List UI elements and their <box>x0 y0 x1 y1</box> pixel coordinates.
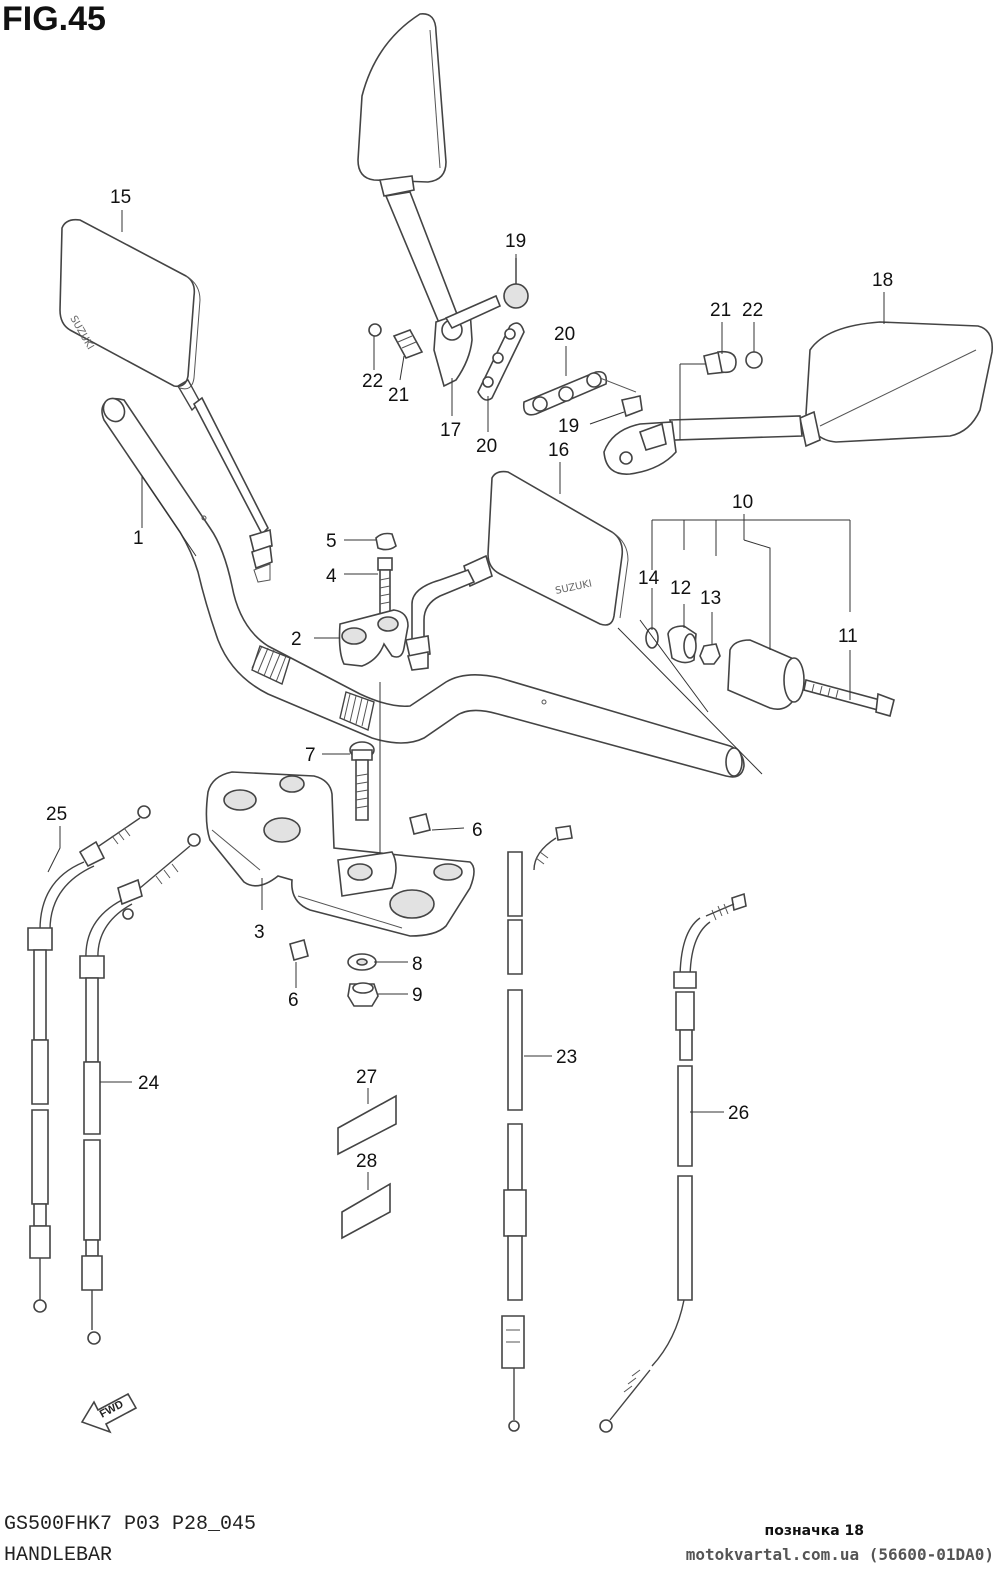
part-11-screw[interactable] <box>803 679 895 717</box>
callout-23: 23 <box>556 1047 577 1068</box>
callout-6b: 6 <box>288 990 299 1011</box>
part-20-clamp-plate-upper[interactable] <box>477 322 525 401</box>
part-15-left-mirror[interactable]: SUZUKI <box>59 218 273 583</box>
callout-24: 24 <box>138 1073 160 1094</box>
part-28-label[interactable] <box>341 1182 391 1240</box>
callout-6a: 6 <box>472 820 483 841</box>
part-18-right-mirror[interactable] <box>603 321 994 475</box>
callout-27: 27 <box>356 1067 377 1088</box>
part-1-handlebar[interactable] <box>99 395 745 778</box>
part-17-upper-mirror[interactable] <box>357 13 502 388</box>
part-20-clamp-plate-lower[interactable] <box>522 370 637 416</box>
callout-12: 12 <box>670 578 691 599</box>
leader-lines <box>47 210 885 1190</box>
callout-8: 8 <box>412 954 423 975</box>
callout-16: 16 <box>548 440 569 461</box>
part-13-nut[interactable] <box>699 643 721 665</box>
fwd-arrow: FWD <box>80 1392 138 1434</box>
callout-22b: 22 <box>742 300 763 321</box>
part-5-cap[interactable] <box>375 532 397 551</box>
part-6-lower-guide[interactable] <box>289 939 309 961</box>
callouts: 1 2 3 4 5 6 6 7 8 9 10 11 12 13 14 15 16… <box>46 187 893 1172</box>
footer-mark: позначка 18 <box>764 1523 864 1539</box>
part-12-spacer[interactable] <box>667 625 697 664</box>
callout-13: 13 <box>700 588 721 609</box>
callout-14: 14 <box>638 568 660 589</box>
part-19-lower-bolt[interactable] <box>621 395 643 418</box>
callout-25: 25 <box>46 804 67 825</box>
callout-28: 28 <box>356 1151 377 1172</box>
knurl-right <box>339 691 375 731</box>
callout-1: 1 <box>133 528 144 549</box>
part-21-right-bolt[interactable] <box>703 350 737 375</box>
part-23-cable[interactable] <box>501 825 573 1432</box>
callout-20a: 20 <box>554 324 575 345</box>
part-26-cable[interactable] <box>599 892 747 1433</box>
callout-7: 7 <box>305 745 316 766</box>
footer-section-name: HANDLEBAR <box>4 1544 113 1567</box>
part-2-handlebar-holder[interactable] <box>338 609 409 667</box>
part-8-washer[interactable] <box>347 953 377 971</box>
callout-20b: 20 <box>476 436 497 457</box>
callout-18: 18 <box>872 270 893 291</box>
part-21-upper-bolt[interactable] <box>392 329 424 359</box>
callout-15: 15 <box>110 187 131 208</box>
part-25-cable[interactable] <box>27 805 151 1313</box>
figure-title: FIG.45 <box>2 0 106 38</box>
callout-22a: 22 <box>362 371 383 392</box>
callout-5: 5 <box>326 531 337 552</box>
part-24-cable[interactable] <box>79 833 201 1345</box>
callout-19a: 19 <box>505 231 526 252</box>
part-3-upper-bracket[interactable] <box>205 771 475 937</box>
callout-11: 11 <box>838 626 858 647</box>
callout-2: 2 <box>291 629 302 650</box>
part-22-upper-cap[interactable] <box>368 323 382 337</box>
part-16-center-mirror[interactable]: SUZUKI <box>405 470 629 671</box>
part-27-label[interactable] <box>337 1094 397 1156</box>
callout-3: 3 <box>254 922 265 943</box>
callout-21a: 21 <box>388 385 409 406</box>
part-6-upper-guide[interactable] <box>409 813 431 835</box>
part-9-nut[interactable] <box>347 982 379 1007</box>
callout-21b: 21 <box>710 300 731 321</box>
callout-9: 9 <box>412 985 423 1006</box>
callout-17: 17 <box>440 420 461 441</box>
footer-watermark[interactable]: motokvartal.com.ua (56600-01DA0) <box>685 1545 994 1564</box>
part-4-bolt[interactable] <box>377 557 393 617</box>
callout-4: 4 <box>326 566 337 587</box>
callout-19b: 19 <box>558 416 579 437</box>
callout-10: 10 <box>732 492 753 513</box>
knurl-left <box>251 645 291 685</box>
part-22-right-cap[interactable] <box>745 351 763 369</box>
part-10-balancer-weight[interactable] <box>727 639 805 710</box>
callout-26: 26 <box>728 1103 749 1124</box>
footer-model-code: GS500FHK7 P03 P28_045 <box>4 1513 257 1536</box>
part-7-bolt[interactable] <box>349 741 375 821</box>
